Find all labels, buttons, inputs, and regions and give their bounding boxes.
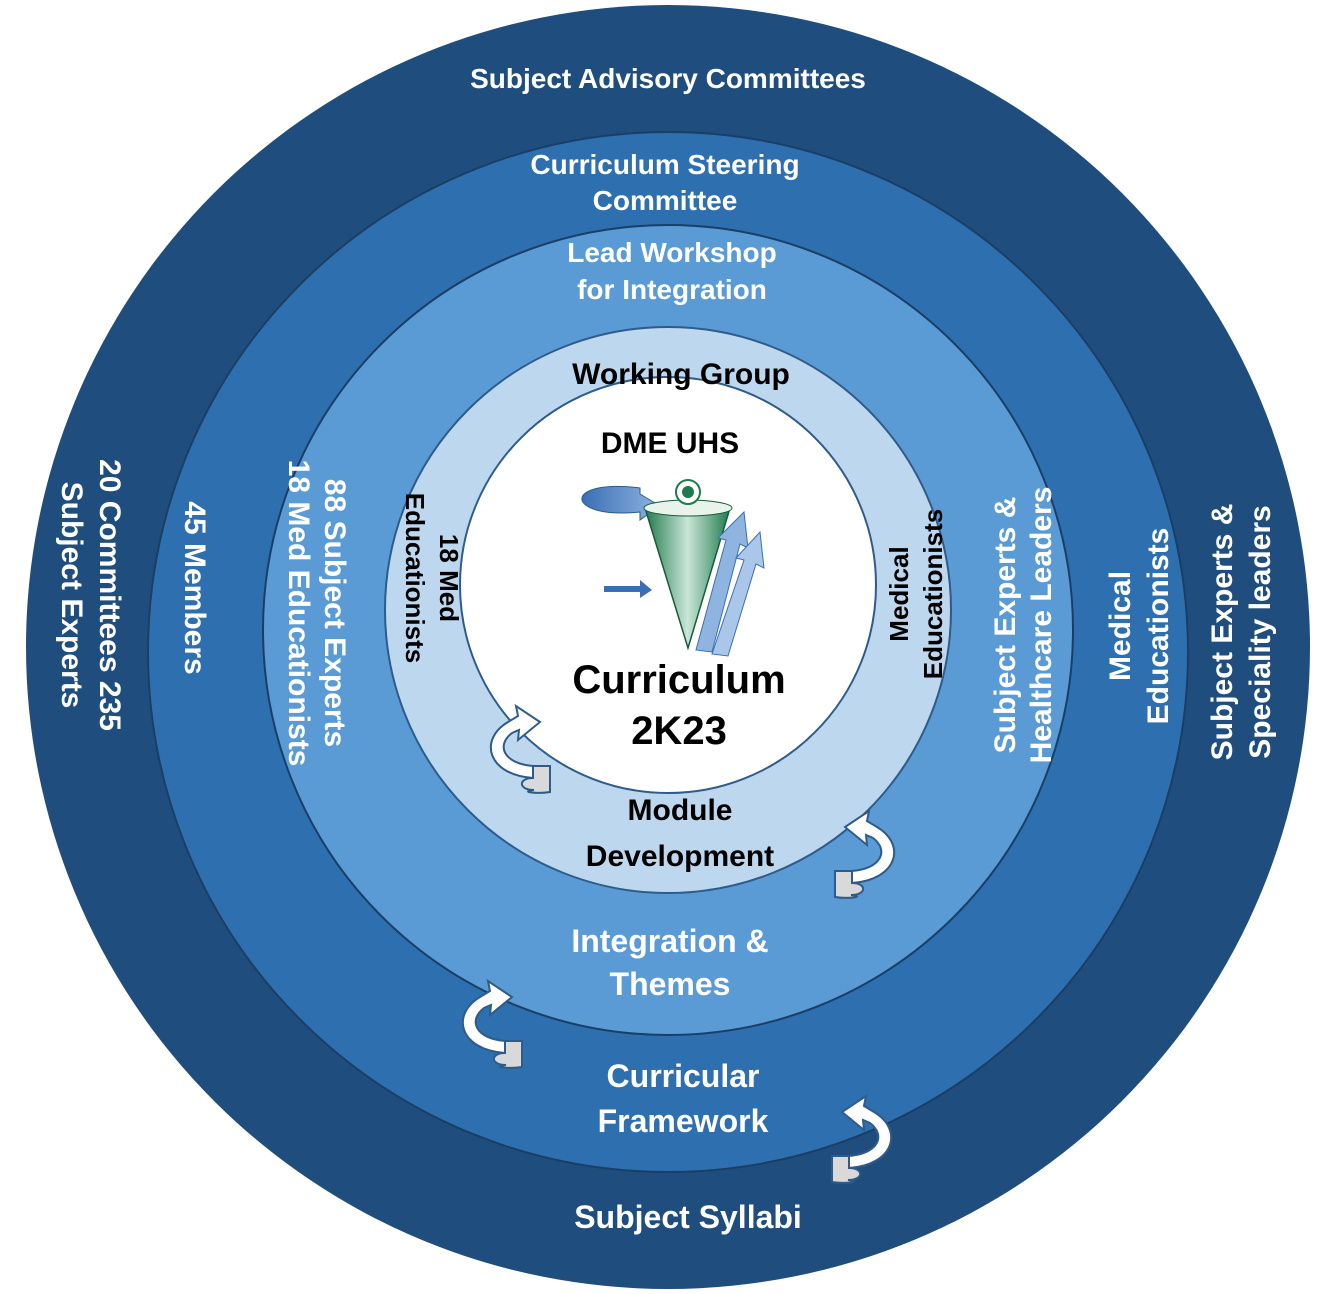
third-top-line1: Lead Workshop [567, 237, 777, 268]
third-right-line2: Healthcare Leaders [1025, 487, 1058, 764]
fourth-left-line2: Educationists [400, 493, 430, 663]
third-right-line1: Subject Experts & [989, 497, 1022, 754]
fourth-right-line1: Medical [884, 546, 914, 641]
outer-right-line1: Subject Experts & [1206, 504, 1239, 761]
outer-bottom-label: Subject Syllabi [574, 1199, 802, 1235]
second-right-label: Medical Educationists [1104, 528, 1175, 725]
fourth-right-label: Medical Educationists [884, 509, 948, 679]
second-top-line1: Curriculum Steering [530, 149, 799, 180]
fourth-bottom-line2: Development [586, 840, 774, 873]
center-title-line2: 2K23 [631, 709, 727, 753]
center-title-line1: Curriculum [572, 658, 785, 702]
second-left-label: 45 Members [178, 501, 211, 674]
third-left-line1: 88 Subject Experts [318, 479, 351, 747]
third-top-line2: for Integration [577, 274, 767, 305]
fourth-right-line2: Educationists [918, 509, 948, 679]
third-bottom-line2: Themes [610, 966, 731, 1002]
second-left-text: 45 Members [178, 501, 211, 674]
third-bottom-line1: Integration & [571, 923, 768, 959]
outer-top-label: Subject Advisory Committees [470, 63, 866, 94]
second-right-line2: Educationists [1142, 528, 1175, 725]
second-bottom-line1: Curricular [607, 1058, 760, 1094]
fourth-left-line1: 18 Med [434, 534, 464, 622]
second-right-line1: Medical [1104, 571, 1137, 681]
second-bottom-line2: Framework [598, 1103, 769, 1139]
outer-left-label: 20 Committees 235 Subject Experts [55, 459, 126, 731]
third-right-label: Subject Experts & Healthcare Leaders [989, 487, 1058, 764]
fourth-bottom-line1: Module [628, 794, 733, 827]
outer-left-line1: 20 Committees 235 [93, 459, 126, 731]
outer-right-label: Subject Experts & Speciality leaders [1206, 504, 1277, 761]
second-top-line2: Committee [593, 185, 738, 216]
outer-left-line2: Subject Experts [55, 482, 88, 709]
funnel-logo-icon [581, 479, 765, 657]
third-left-label: 88 Subject Experts 18 Med Educationists [282, 460, 351, 767]
fourth-left-label: 18 Med Educationists [400, 493, 464, 663]
center-top-label: DME UHS [601, 427, 739, 460]
fourth-top-label: Working Group [572, 358, 790, 391]
outer-right-line2: Speciality leaders [1244, 505, 1277, 758]
third-left-line2: 18 Med Educationists [282, 460, 315, 767]
